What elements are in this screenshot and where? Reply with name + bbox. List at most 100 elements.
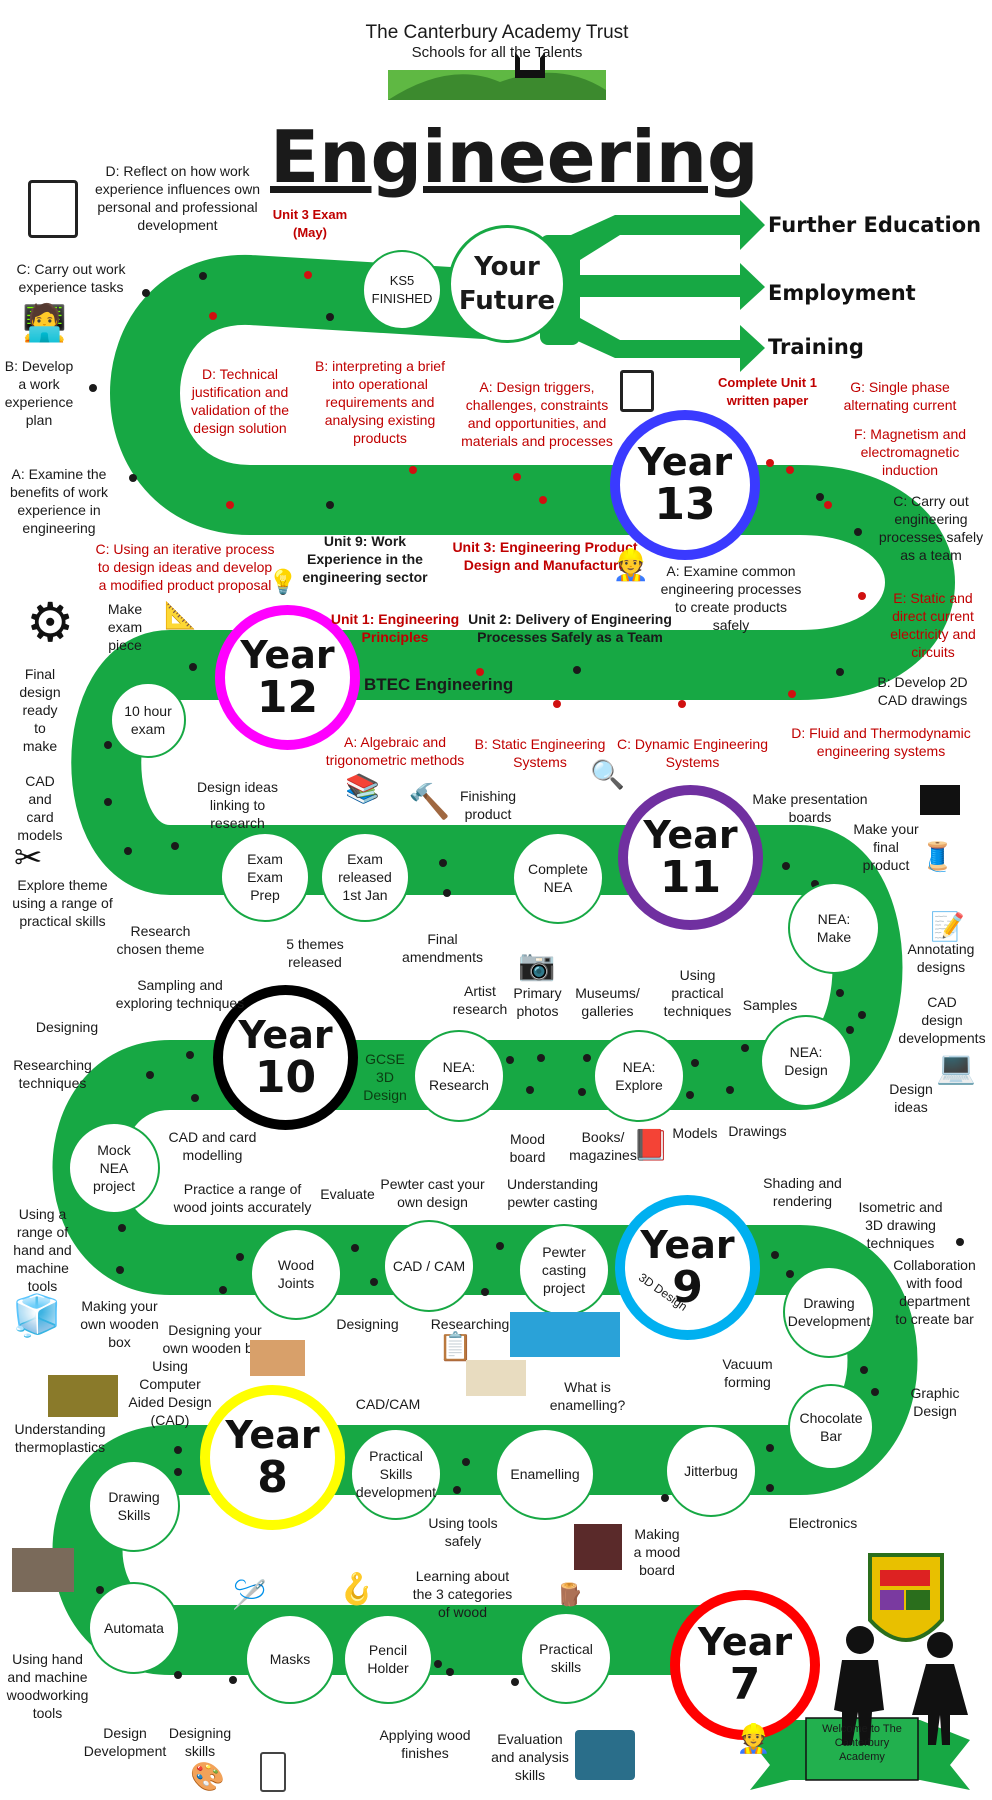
milestone-dot — [816, 493, 824, 501]
milestone-dot — [446, 1668, 454, 1676]
milestone-dot — [186, 1051, 194, 1059]
y8-mood-board-label: Making a mood board — [633, 1526, 681, 1578]
year-11-word: Year — [643, 812, 738, 857]
milestone-dot — [726, 1086, 734, 1094]
y10-mock-nea-node: Mock NEA project — [68, 1122, 160, 1214]
y9-pewter-cast-label: Pewter cast your own design — [380, 1176, 485, 1210]
milestone-dot — [142, 289, 150, 297]
route-further-education: Further Education — [768, 213, 982, 237]
ks5-unit1-label: Unit 1: Engineering Principles — [330, 611, 460, 645]
y10-mood-board-label: Mood board — [509, 1131, 546, 1165]
milestone-dot — [496, 1242, 504, 1250]
y10-sampling-label: Sampling and exploring techniques — [115, 977, 245, 1011]
org-tagline: Schools for all the Talents — [411, 44, 583, 61]
y10-design-ideas-label: Design ideas — [889, 1081, 933, 1115]
y11-presentation-label: Make presentation boards — [752, 791, 868, 825]
milestone-dot-red — [476, 668, 484, 676]
ks5-magnetism-label: F: Magnetism and electromagnetic inducti… — [853, 426, 967, 478]
year-13-number: 13 — [654, 479, 716, 530]
engineer-icon: 👷 — [612, 549, 650, 582]
y10-cad-card-modelling-label: CAD and card modelling — [168, 1129, 257, 1163]
milestone-dot — [462, 1458, 470, 1466]
blueprint-icon: 📐 — [164, 600, 197, 630]
route-training: Training — [768, 335, 864, 359]
document-icon — [28, 180, 78, 238]
year-13-word: Year — [637, 440, 733, 484]
y10-drawings-label: Drawings — [728, 1123, 787, 1139]
milestone-dot — [956, 1238, 964, 1246]
ks5-iterative-label: C: Using an iterative process to design … — [95, 541, 275, 593]
milestone-dot — [219, 1286, 227, 1294]
books-stack-icon: 📕 — [632, 1129, 670, 1162]
y8-practical-dev-node: Practical Skills development — [350, 1428, 442, 1520]
y9-wooden-box-label: Making your own wooden box — [80, 1298, 159, 1350]
books-icon: 📚 — [345, 773, 380, 804]
y8-enamelling-q-label: What is enamelling? — [549, 1379, 626, 1413]
year-10-word: Year — [238, 1012, 333, 1057]
milestone-dot — [691, 1059, 699, 1067]
milestone-dot-red — [304, 271, 312, 279]
milestone-dot — [104, 798, 112, 806]
milestone-dot — [578, 1088, 586, 1096]
milestone-dot — [583, 1054, 591, 1062]
milestone-dot — [116, 1266, 124, 1274]
y10-models-label: Models — [672, 1125, 718, 1141]
y11-final-amendments-label: Final amendments — [402, 931, 483, 965]
ks5-reflect-label: D: Reflect on how work experience influe… — [95, 163, 260, 233]
milestone-dot — [146, 1071, 154, 1079]
magnify-report-icon: 🔍 — [590, 759, 625, 790]
milestone-dot — [229, 1676, 237, 1684]
mask-photo-icon — [574, 1524, 622, 1570]
y9-isometric-label: Isometric and 3D drawing techniques — [858, 1199, 943, 1251]
y10-annotating-label: Annotating designs — [907, 941, 975, 975]
workbench-icon: 🔨 — [408, 783, 451, 821]
y9-graphic-label: Graphic Design — [910, 1385, 960, 1419]
y8-enamelling-node: Enamelling — [495, 1428, 595, 1520]
laptop-icon: 💻 — [936, 1049, 976, 1085]
milestone-dot — [661, 1494, 669, 1502]
milestone-dot — [537, 1054, 545, 1062]
y10-nea-explore-node: NEA: Explore — [593, 1030, 685, 1122]
y7-masks-node: Masks — [245, 1614, 335, 1704]
milestone-dot — [236, 1253, 244, 1261]
milestone-dot — [174, 1446, 182, 1454]
y10-books-label: Books/ magazines — [569, 1129, 637, 1163]
y10-nea-design-node: NEA: Design — [760, 1015, 852, 1107]
milestone-dot — [174, 1671, 182, 1679]
students-figures-icon — [834, 1626, 968, 1745]
milestone-dot — [526, 1086, 534, 1094]
milestone-dot-red — [824, 501, 832, 509]
y9-researching-label: Researching — [430, 1316, 510, 1332]
desk-worker-icon: 🧑‍💻 — [22, 302, 67, 343]
clipboard-edit-icon — [620, 370, 654, 412]
milestone-dot — [96, 1586, 104, 1594]
milestone-dot — [836, 989, 844, 997]
y11-finishing-label: Finishing product — [459, 788, 517, 822]
y11-make-final-label: Make your final product — [853, 821, 919, 873]
y9-shading-label: Shading and rendering — [763, 1175, 842, 1209]
milestone-dot-red — [539, 496, 547, 504]
y7-applying-finishes-label: Applying wood finishes — [379, 1727, 471, 1761]
milestone-dot — [786, 1270, 794, 1278]
ks5-examine-common-label: A: Examine common engineering processes … — [660, 563, 802, 633]
y8-cadcam-label: CAD/CAM — [355, 1396, 421, 1412]
gear-wrench-icon: ⚙ — [26, 593, 75, 653]
crest-icon — [868, 1553, 944, 1642]
wood-panel-icon: 🪵 — [556, 1582, 584, 1607]
sketch-photo-icon — [466, 1360, 526, 1396]
milestone-dot — [434, 1660, 442, 1668]
milestone-dot — [871, 1388, 879, 1396]
milestone-dot — [453, 1486, 461, 1494]
hill-logo-icon — [388, 52, 606, 100]
y9-cad-cam-node: CAD / CAM — [383, 1220, 475, 1312]
ks5-examine-benefits-label: A: Examine the benefits of work experien… — [9, 466, 109, 536]
milestone-dot — [104, 741, 112, 749]
ks5-static-eng-label: B: Static Engineering Systems — [474, 736, 606, 770]
maze-photo-icon — [12, 1548, 74, 1592]
y7-designing-skills-label: Designing skills — [168, 1725, 232, 1759]
